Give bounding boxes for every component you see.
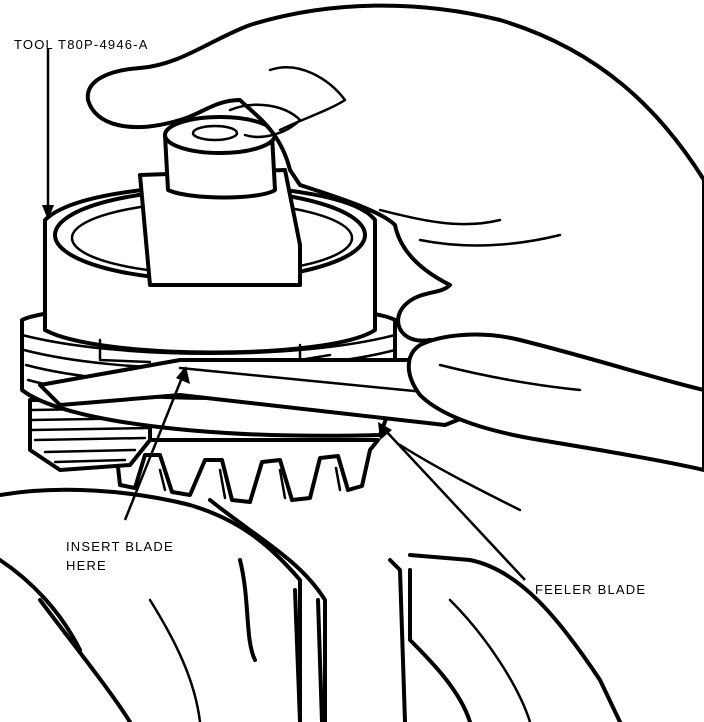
ring-gear bbox=[113, 438, 380, 504]
technician-hands bbox=[85, 3, 704, 512]
insert-blade-label-line2: HERE bbox=[66, 558, 107, 573]
tool-arrowhead bbox=[42, 205, 54, 220]
insert-blade-label-line1: INSERT BLADE bbox=[66, 539, 174, 554]
insert-leader bbox=[123, 374, 185, 521]
feeler-arrowhead bbox=[378, 422, 392, 440]
housing-casting bbox=[0, 487, 622, 722]
feeler-leader bbox=[384, 429, 526, 581]
tool-post bbox=[138, 115, 302, 287]
leader-lines bbox=[42, 48, 526, 581]
insert-arrowhead bbox=[176, 366, 190, 384]
tool-label: TOOL T80P-4946-A bbox=[14, 37, 149, 52]
feeler-blade-label: FEELER BLADE bbox=[535, 582, 647, 597]
insert-blade-label: INSERT BLADE HERE bbox=[66, 537, 174, 575]
